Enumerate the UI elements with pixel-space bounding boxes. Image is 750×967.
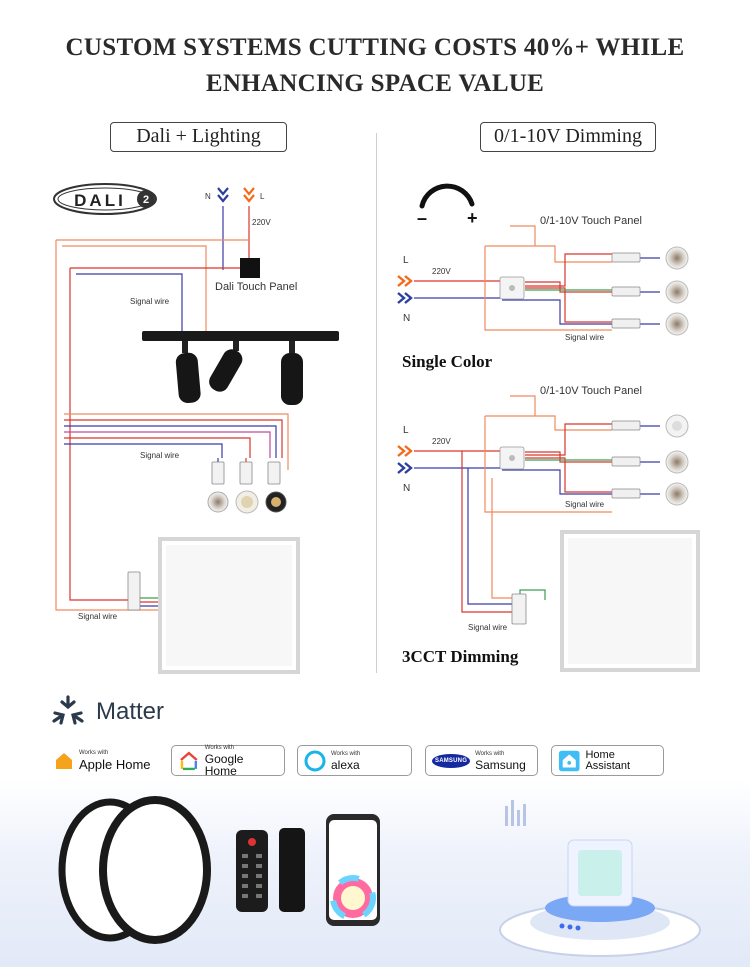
single-color-caption: Single Color: [402, 352, 493, 371]
dali-touch-panel: [240, 258, 260, 278]
title-line-2: ENHANCING SPACE VALUE: [205, 70, 545, 97]
apple-home-small: Works with: [79, 750, 109, 756]
dali-signal-wire-label-2: Signal wire: [140, 451, 180, 460]
dali-n-label: N: [205, 192, 211, 201]
cct-panel-light: [560, 530, 700, 672]
apple-home-icon: [56, 752, 72, 769]
cct-drivers: [611, 420, 641, 499]
live-arrow-icon: [243, 187, 255, 203]
title-line-1: CUSTOM SYSTEMS CUTTING COSTS 40%+ WHILE: [65, 34, 685, 61]
ceiling-light-icon: [58, 796, 211, 944]
alexa-icon: [304, 750, 326, 771]
single-downlights: [665, 246, 689, 336]
cct-n-label: N: [403, 483, 410, 494]
google-home-badge: Works with Google Home: [171, 744, 285, 778]
dali-drivers: [211, 461, 281, 485]
cct-live-arrow-icon: [397, 445, 413, 457]
home-assistant-text: Home Assistant: [585, 748, 631, 772]
single-panel-label: 0/1-10V Touch Panel: [540, 215, 642, 227]
dali-wiring: [55, 206, 289, 611]
matter-label: Matter: [96, 698, 165, 725]
cct-panel-label: 0/1-10V Touch Panel: [540, 385, 642, 397]
cct-panel-driver: [511, 593, 527, 625]
cct-l-label: L: [403, 425, 409, 436]
single-drivers: [611, 252, 641, 329]
matter-logo: Matter: [50, 692, 164, 732]
dali-panel-driver: [127, 571, 141, 611]
dali-signal-wire-label-3: Signal wire: [78, 612, 118, 621]
dali-logo: DALI 2: [53, 183, 157, 215]
samsung-logo-icon: SAMSUNG: [432, 753, 471, 768]
cct-downlights: [665, 414, 689, 506]
google-home-icon: [180, 751, 198, 770]
dimming-section-label: 0/1-10V Dimming: [480, 122, 656, 152]
dali-l-label: L: [260, 192, 265, 201]
dali-logo-text: DALI: [74, 191, 126, 210]
apple-home-text: Apple Home: [79, 757, 151, 772]
dali-signal-wire-label-1: Signal wire: [130, 297, 170, 306]
single-l-label: L: [403, 255, 409, 266]
dali-voltage-label: 220V: [252, 218, 271, 227]
smartphone-app-icon: [326, 814, 380, 926]
dali-panel-light: [158, 537, 300, 674]
samsung-badge: SAMSUNG Works with Samsung: [425, 745, 538, 776]
cct-neutral-arrow-icon: [397, 462, 413, 474]
smart-hub-icon: [499, 800, 701, 957]
alexa-small: Works with: [331, 750, 361, 757]
section-divider: [376, 133, 377, 673]
single-neutral-arrow-icon: [397, 292, 413, 304]
dimmer-knob-icon: [419, 183, 475, 209]
cct-voltage-label: 220V: [432, 437, 451, 446]
cct-signal-wire-label-2: Signal wire: [468, 623, 508, 632]
wiring-diagrams: DALI 2 N L 220V Dali Touch Panel Signal …: [53, 183, 700, 674]
single-signal-wire-label: Signal wire: [565, 333, 605, 342]
dali-logo-number: 2: [143, 194, 149, 206]
products-illustration: [58, 796, 701, 957]
samsung-text: Samsung: [475, 757, 526, 772]
dali-section-label: Dali + Lighting: [110, 122, 287, 152]
home-assistant-icon: [558, 750, 580, 771]
google-home-text: Google Home: [204, 751, 244, 778]
wall-remote-icon: [279, 828, 305, 912]
apple-home-badge: Works with Apple Home: [48, 745, 158, 776]
cct-signal-wire-label-1: Signal wire: [565, 500, 605, 509]
dimmer-minus: –: [417, 208, 427, 228]
cct-wiring: [414, 395, 660, 613]
dimmer-plus: +: [467, 208, 478, 228]
google-home-small: Works with: [204, 744, 234, 751]
alexa-badge: Works with alexa: [297, 745, 412, 776]
cct-dimming-caption: 3CCT Dimming: [402, 647, 519, 666]
page-title: CUSTOM SYSTEMS CUTTING COSTS 40%+ WHILE …: [0, 30, 750, 102]
single-live-arrow-icon: [397, 275, 413, 287]
home-assistant-badge: Home Assistant: [551, 745, 664, 776]
single-wiring: [414, 225, 660, 331]
single-n-label: N: [403, 313, 410, 324]
single-voltage-label: 220V: [432, 267, 451, 276]
alexa-text: alexa: [331, 757, 360, 772]
samsung-small: Works with: [475, 750, 505, 757]
neutral-arrow-icon: [217, 187, 229, 203]
dali-touch-panel-label: Dali Touch Panel: [215, 281, 297, 293]
dali-downlights: [207, 490, 287, 514]
track-light-fixture: [142, 331, 339, 405]
remote-control-icon: [236, 830, 268, 912]
matter-icon: [52, 695, 84, 725]
